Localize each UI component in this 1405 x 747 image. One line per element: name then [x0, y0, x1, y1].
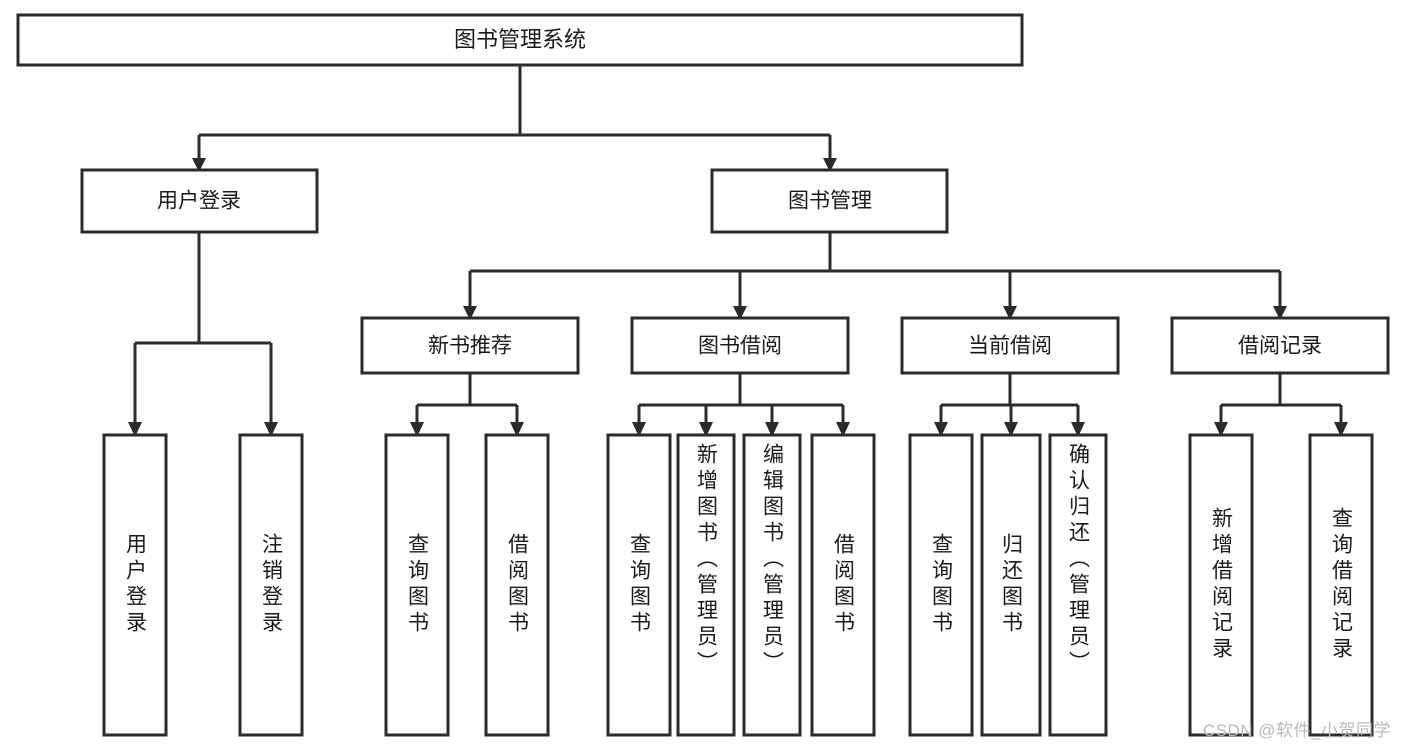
node-current-borrow-label: 当前借阅 — [968, 335, 1052, 358]
node-leaf-add-book-rect[interactable] — [676, 433, 736, 737]
node-leaf-return-book-rect[interactable] — [980, 433, 1042, 737]
node-leaf-borrow-book-1-rect[interactable] — [484, 433, 550, 737]
arrowhead-leaf-query-book-1 — [410, 422, 424, 437]
node-borrow-record-label: 借阅记录 — [1238, 335, 1322, 358]
leaf-boxes — [102, 433, 1374, 737]
node-new-book-recommend[interactable]: 新书推荐 — [360, 316, 580, 375]
node-leaf-user-login-rect[interactable] — [102, 433, 168, 737]
node-new-book-recommend-rect[interactable] — [360, 316, 580, 375]
arrowhead-borrow-record — [1273, 306, 1287, 320]
connector-group-current-borrow — [934, 373, 1085, 437]
node-book-borrow-label: 图书借阅 — [698, 335, 782, 358]
node-root-label: 图书管理系统 — [454, 27, 586, 52]
arrowhead-leaf-add-record — [1214, 422, 1228, 437]
connector-group-user-login — [128, 232, 278, 437]
arrowhead-leaf-add-book — [699, 422, 713, 437]
arrowhead-leaf-borrow-book-2 — [836, 422, 850, 437]
node-leaf-add-record-rect[interactable] — [1188, 433, 1254, 737]
node-user-login[interactable]: 用户登录 — [80, 168, 319, 234]
arrowhead-leaf-confirm-return — [1071, 422, 1085, 437]
arrowhead-leaf-return-book — [1004, 422, 1018, 437]
csdn-watermark: CSDN @软件_小贺同学 — [1202, 721, 1391, 740]
node-book-manage-label: 图书管理 — [788, 190, 872, 213]
connector-group-book-manage — [463, 232, 1287, 320]
arrowhead-leaf-query-book-2 — [632, 422, 646, 437]
arrowhead-current-borrow — [1003, 306, 1017, 320]
node-user-login-rect[interactable] — [80, 168, 319, 234]
node-leaf-borrow-book-2-rect[interactable] — [810, 433, 876, 737]
node-borrow-record-rect[interactable] — [1170, 316, 1390, 375]
node-leaf-query-record-rect[interactable] — [1308, 433, 1374, 737]
node-current-borrow-rect[interactable] — [900, 316, 1120, 375]
arrowhead-leaf-user-login — [128, 422, 142, 437]
node-leaf-edit-book-rect[interactable] — [742, 433, 802, 737]
node-current-borrow[interactable]: 当前借阅 — [900, 316, 1120, 375]
arrowhead-leaf-edit-book — [765, 422, 779, 437]
node-root[interactable]: 图书管理系统 — [16, 13, 1024, 67]
node-borrow-record[interactable]: 借阅记录 — [1170, 316, 1390, 375]
node-leaf-query-book-2-rect[interactable] — [606, 433, 672, 737]
node-leaf-logout-login-rect[interactable] — [238, 433, 304, 737]
node-root-rect[interactable] — [16, 13, 1024, 67]
connector-group-borrow-record — [1214, 373, 1348, 437]
node-book-manage[interactable]: 图书管理 — [710, 168, 949, 234]
connector-group-new-book-recommend — [410, 373, 524, 437]
arrowhead-leaf-query-record — [1334, 422, 1348, 437]
connector-group-book-borrow — [632, 373, 850, 437]
arrowhead-book-borrow — [733, 306, 747, 320]
arrowhead-leaf-query-book-3 — [934, 422, 948, 437]
node-user-login-label: 用户登录 — [157, 190, 241, 213]
arrowhead-user-login — [192, 158, 206, 172]
arrowhead-new-book-recommend — [463, 306, 477, 320]
arrowhead-leaf-logout-login — [264, 422, 278, 437]
node-book-borrow-rect[interactable] — [630, 316, 850, 375]
node-leaf-query-book-3-rect[interactable] — [908, 433, 974, 737]
arrowhead-book-manage — [823, 158, 837, 172]
arrowhead-leaf-borrow-book-1 — [510, 422, 524, 437]
node-leaf-confirm-return-rect[interactable] — [1048, 433, 1108, 737]
node-leaf-query-book-1-rect[interactable] — [384, 433, 450, 737]
node-book-borrow[interactable]: 图书借阅 — [630, 316, 850, 375]
connector-group-root — [192, 65, 837, 172]
node-new-book-recommend-label: 新书推荐 — [428, 335, 512, 358]
node-book-manage-rect[interactable] — [710, 168, 949, 234]
